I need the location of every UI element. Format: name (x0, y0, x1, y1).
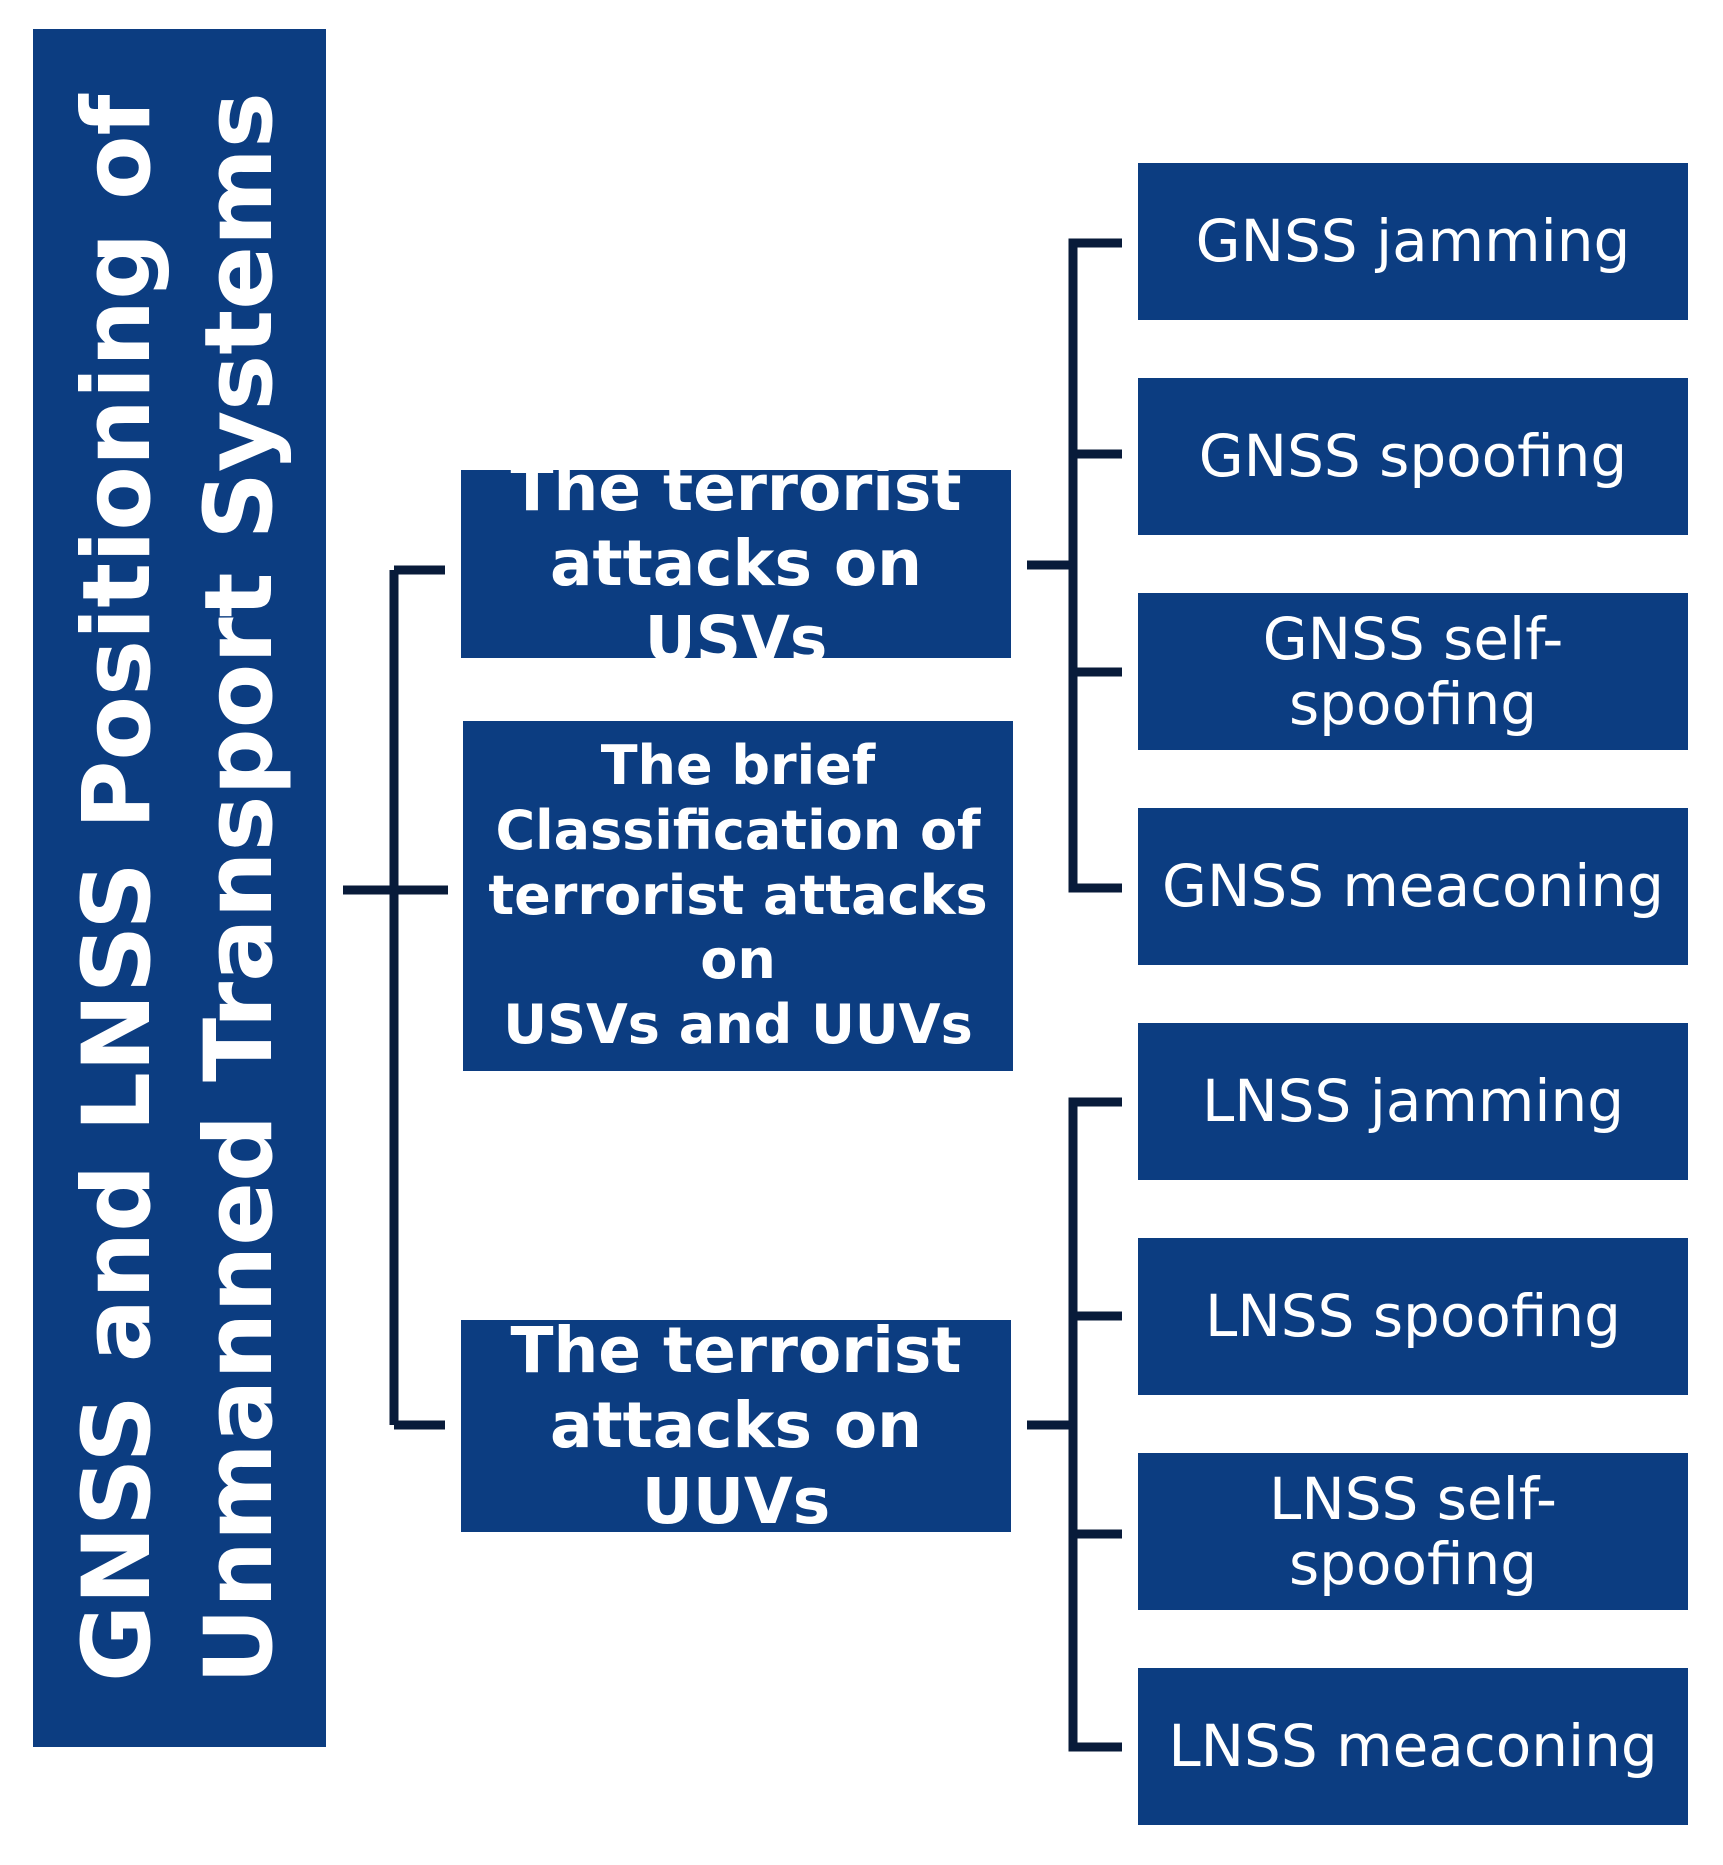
usv-attacks-box: The terrorist attacks on USVs (461, 452, 1011, 676)
usv-attacks-label: The terrorist attacks on USVs (510, 451, 962, 676)
classification-label: The brief Classification of terrorist at… (488, 734, 988, 1057)
uuv-attacks-box: The terrorist attacks on UUVs (461, 1314, 1011, 1538)
gnss-jamming-box: GNSS jamming (1138, 163, 1688, 320)
lnss-self-spoofing-label: LNSS self- spoofing (1269, 1464, 1557, 1598)
lnss-jamming-label: LNSS jamming (1201, 1067, 1625, 1136)
root-title-line1: GNSS and LNSS Positioning of (63, 94, 173, 1682)
lnss-self-spoofing-box: LNSS self- spoofing (1138, 1453, 1688, 1610)
classification-box: The brief Classification of terrorist at… (463, 721, 1013, 1071)
root-title-line2: Unmanned Transport Systems (185, 91, 295, 1685)
main-spine (389, 565, 445, 1430)
gnss-self-spoofing-box: GNSS self- spoofing (1138, 593, 1688, 750)
uuv-attacks-label: The terrorist attacks on UUVs (510, 1313, 962, 1538)
lnss-spoofing-box: LNSS spoofing (1138, 1238, 1688, 1395)
gnss-self-spoofing-label: GNSS self- spoofing (1262, 604, 1564, 738)
lnss-meaconing-label: LNSS meaconing (1168, 1712, 1658, 1781)
gnss-spoofing-box: GNSS spoofing (1138, 378, 1688, 535)
lnss-spoofing-label: LNSS spoofing (1205, 1282, 1621, 1351)
gnss-meaconing-box: GNSS meaconing (1138, 808, 1688, 965)
root-title: GNSS and LNSS Positioning of Unmanned Tr… (57, 92, 301, 1684)
usv-bracket (1068, 238, 1122, 893)
gnss-jamming-label: GNSS jamming (1195, 207, 1631, 276)
uuv-bracket (1068, 1097, 1122, 1752)
gnss-spoofing-label: GNSS spoofing (1198, 422, 1628, 491)
lnss-meaconing-box: LNSS meaconing (1138, 1668, 1688, 1825)
lnss-jamming-box: LNSS jamming (1138, 1023, 1688, 1180)
gnss-meaconing-label: GNSS meaconing (1162, 852, 1664, 921)
root-title-box: GNSS and LNSS Positioning of Unmanned Tr… (33, 29, 326, 1747)
